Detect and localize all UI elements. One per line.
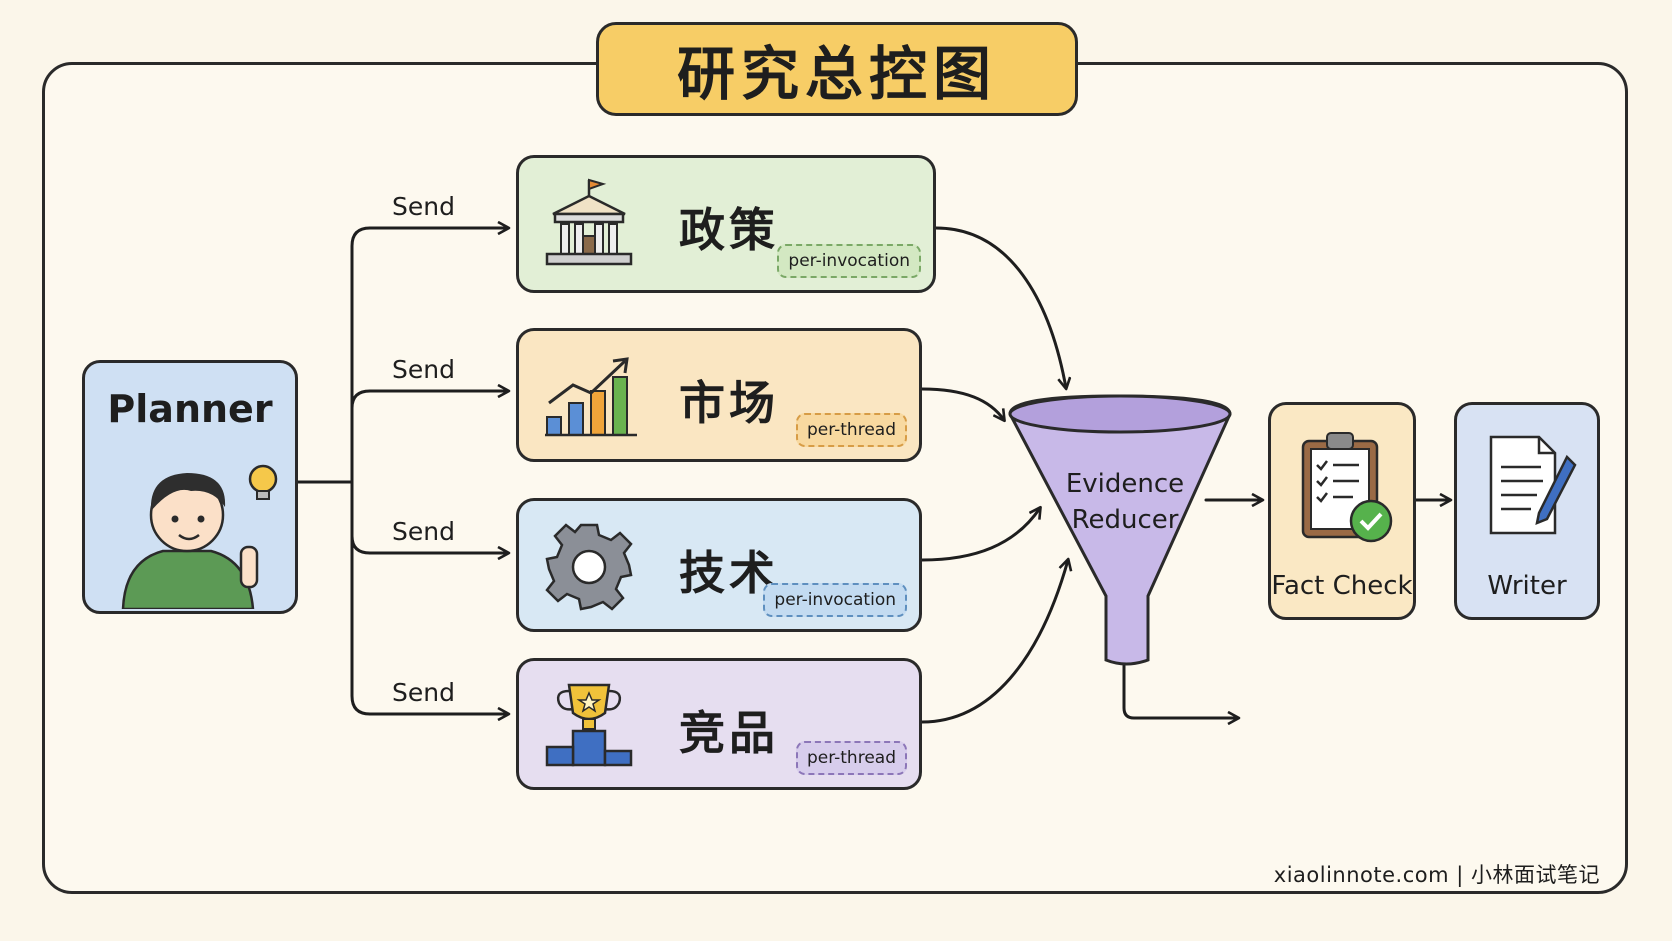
gear-icon (545, 523, 633, 611)
writer-node: Writer (1454, 402, 1600, 620)
writer-label: Writer (1487, 571, 1567, 601)
trophy-podium-icon (545, 683, 633, 767)
reducer-output-arrow (1122, 660, 1238, 718)
evidence-reducer-line2: Reducer (1071, 505, 1179, 535)
document-pen-icon (1489, 435, 1577, 535)
planner-label: Planner (107, 387, 273, 431)
branch-tech: 技术 per-invocation (516, 498, 922, 632)
branch-policy-scope-badge: per-invocation (777, 244, 921, 278)
branch-competitor: 竞品 per-thread (516, 658, 922, 790)
branch-policy-name: 政策 (679, 203, 779, 257)
fact-check-node: Fact Check (1268, 402, 1416, 620)
government-building-icon (545, 178, 633, 266)
evidence-reducer-label: Evidence Reducer (1050, 466, 1200, 538)
branch-policy: 政策 per-invocation (516, 155, 936, 293)
policy-to-reducer-arrow (934, 226, 1066, 388)
planner-avatar-icon (121, 464, 278, 609)
bar-chart-growth-icon (545, 357, 637, 437)
diagram-title: 研究总控图 (596, 22, 1078, 116)
branch-market: 市场 per-thread (516, 328, 922, 462)
footer-credit: xiaolinnote.com | 小林面试笔记 (1273, 863, 1600, 887)
send-label-policy: Send (392, 192, 455, 221)
branch-tech-name: 技术 (679, 546, 779, 600)
evidence-reducer-funnel (1008, 394, 1232, 666)
send-label-market: Send (392, 355, 455, 384)
clipboard-check-icon (1301, 432, 1393, 543)
tech-to-reducer-arrow (920, 508, 1040, 562)
competitor-to-reducer-arrow (920, 560, 1068, 724)
branch-competitor-scope-badge: per-thread (795, 741, 907, 775)
branch-competitor-name: 竞品 (679, 706, 779, 760)
evidence-reducer-line1: Evidence (1065, 469, 1185, 499)
branch-market-scope-badge: per-thread (795, 413, 907, 447)
send-label-tech: Send (392, 517, 455, 546)
branch-market-name: 市场 (679, 376, 779, 430)
planner-node: Planner (82, 360, 298, 614)
send-label-competitor: Send (392, 678, 455, 707)
market-to-reducer-arrow (920, 387, 1004, 420)
trunk-line (350, 226, 372, 716)
fact-check-label: Fact Check (1271, 571, 1413, 601)
branch-tech-scope-badge: per-invocation (763, 583, 907, 617)
